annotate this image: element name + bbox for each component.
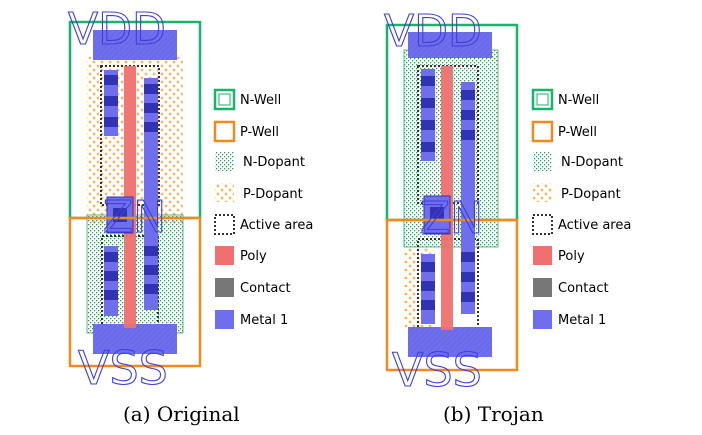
legend-label-poly: Poly [240, 249, 267, 264]
p-well [68, 216, 202, 368]
legend-label-pdopant: P-Dopant [243, 187, 303, 202]
legend-label-poly: Poly [558, 249, 585, 264]
legend-label-pwell: P-Well [240, 125, 279, 140]
legend-label-pwell: P-Well [558, 125, 597, 140]
legend-swatch-ndopant [533, 152, 552, 171]
vss-label: VSS [78, 341, 168, 395]
legend-swatch-poly [533, 246, 552, 265]
legend-swatch-contact [215, 278, 234, 297]
legend-label-contact: Contact [240, 281, 291, 296]
panel-original: VDD VSS ZN (a) Original [67, 3, 240, 426]
legend-swatch-ndopant [215, 152, 234, 171]
legend-label-ndopant: N-Dopant [243, 155, 305, 170]
legend-label-active: Active area [240, 218, 313, 233]
legend-label-nwell: N-Well [558, 93, 599, 108]
legend-label-ndopant: N-Dopant [561, 155, 623, 170]
legend-swatch-poly [215, 246, 234, 265]
legend-swatch-pdopant [215, 183, 234, 202]
legend-label-contact: Contact [558, 281, 609, 296]
vdd-label: VDD [384, 6, 482, 57]
legend-swatch-nwell [213, 88, 236, 111]
legend-label-active: Active area [558, 218, 631, 233]
caption-original: (a) Original [123, 402, 240, 426]
legend-label-nwell: N-Well [240, 93, 281, 108]
caption-trojan: (b) Trojan [443, 402, 544, 426]
legend-label-pdopant: P-Dopant [561, 187, 621, 202]
panel-trojan: VDD VSS ZN (b) Trojan [383, 5, 544, 426]
legend-swatch-metal1 [215, 310, 234, 329]
zn-label: ZN [103, 192, 166, 243]
legend-trojan: N-Well P-Well N-Dopant P-Dopant Active a… [531, 88, 631, 329]
zn-label: ZN [420, 193, 483, 244]
vss-label: VSS [392, 343, 482, 397]
metal-left-top [421, 69, 435, 161]
legend-swatch-metal1 [533, 310, 552, 329]
legend-swatch-active [532, 214, 553, 235]
legend-swatch-nwell [531, 88, 554, 111]
p-well [385, 218, 519, 372]
legend-original: N-Well P-Well N-Dopant P-Dopant Active a… [213, 88, 313, 329]
legend-swatch-pwell [213, 120, 236, 143]
legend-swatch-active [214, 214, 235, 235]
legend-label-metal1: Metal 1 [240, 313, 288, 328]
vdd-label: VDD [68, 4, 166, 55]
legend-swatch-contact [533, 278, 552, 297]
legend-swatch-pwell [531, 120, 554, 143]
legend-label-metal1: Metal 1 [558, 313, 606, 328]
legend-swatch-pdopant [533, 183, 552, 202]
